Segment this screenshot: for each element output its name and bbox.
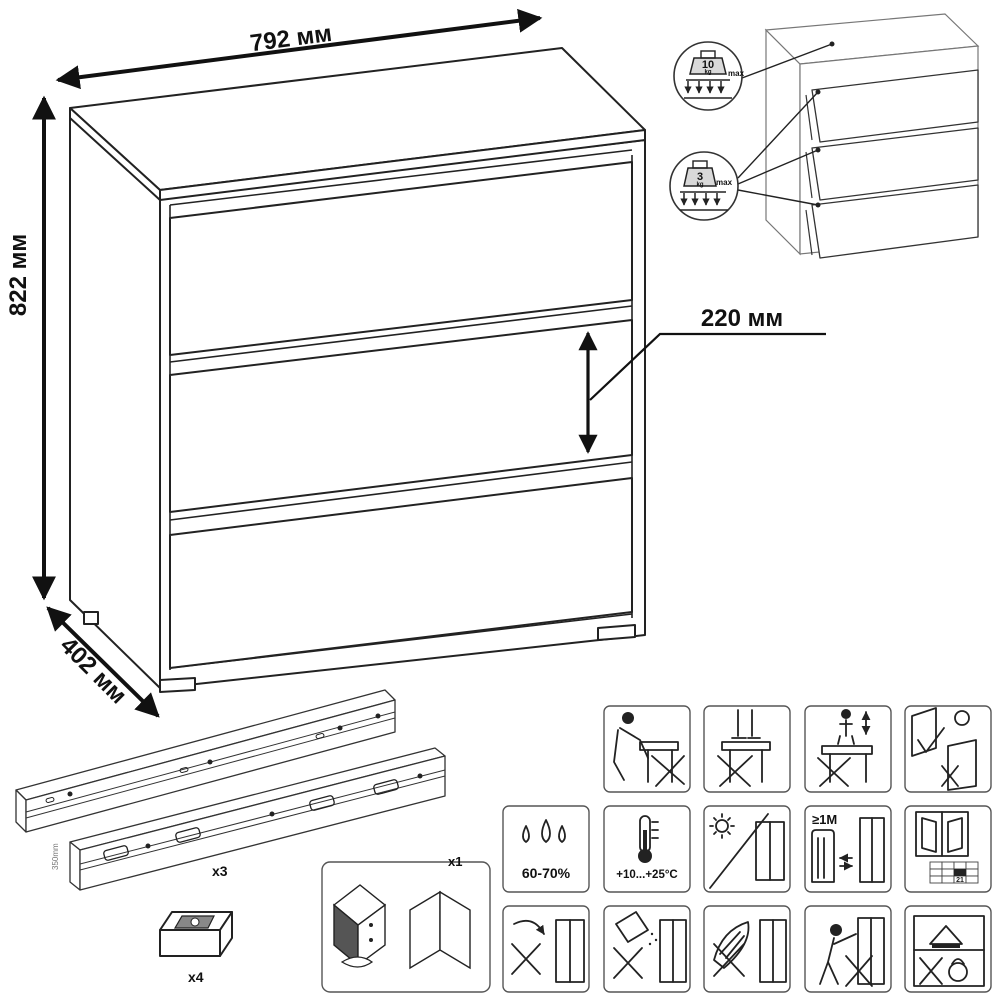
dresser-top-edge-front [159,129,646,201]
sponge-icon [713,921,750,969]
icon-no-leaning-on-top [603,705,691,793]
kettlebell-icon [948,962,968,982]
top-load-badge: 10 kg max [673,41,745,111]
foot-front-left [159,677,196,693]
top-load-max: max [728,69,745,78]
icon-anchor-to-wall [904,705,992,793]
icon-no-direct-sunlight [703,805,791,893]
feet-quantity: x4 [188,969,204,985]
icon-no-heavy-objects [904,905,992,993]
weight-icon [683,167,717,187]
icon-unpack-check-parts: 21 [904,805,992,893]
drawer-load-max: max [716,178,733,187]
foot-pad: x4 [159,911,233,985]
drawer-load-value: 3 [697,171,703,183]
icon-humidity: 60-70% [502,805,590,893]
icon-keep-distance-from-heater: ≥1M [804,805,892,893]
icon-no-wet-cleaning [502,905,590,993]
icon-no-abrasive-powder [603,905,691,993]
weight-icon [689,57,727,75]
dresser-drawing [69,47,646,693]
drawer-bottom [169,477,633,669]
box-number: 21 [956,877,964,884]
care-icons-grid: 60-70% +10...+25°C ≥1M [502,705,992,993]
icon-no-climbing [804,705,892,793]
top-load-unit: kg [704,70,711,76]
bracket-quantity: x1 [448,854,462,869]
foot-back-left [83,611,99,625]
drawer-load-badge: 3 kg max [669,151,739,221]
heater-distance: ≥1M [812,812,837,827]
rails-quantity: x3 [212,863,228,879]
radiator-icon [811,829,835,883]
humidity-range: 60-70% [522,865,571,881]
load-limit-diagram: 10 kg max 3 kg max [669,13,980,259]
icon-no-pulling-over [804,905,892,993]
drawer-middle [169,319,633,513]
drawer-height-label: 220 мм [701,305,783,332]
drawer-rails: 350mm x3 [15,689,446,891]
water-drop-icon [522,825,530,843]
water-drop-icon [558,825,566,843]
drawer-load-unit: kg [696,182,703,188]
dresser-side-panel [69,111,161,689]
drawer-top [169,161,633,356]
icon-no-rough-sponge [703,905,791,993]
height-dimension-label: 822 мм [5,234,32,316]
water-drop-icon [541,819,551,843]
foot-front-right [597,624,636,641]
width-dimension-label: 792 мм [249,20,334,58]
depth-dimension-arrow [46,606,160,718]
drawer-height-leader [589,332,826,401]
width-dimension-arrow [55,8,543,90]
icon-no-standing-on-top [703,705,791,793]
sun-icon [715,819,729,833]
top-load-value: 10 [702,59,714,71]
rail-length-label: 350mm [51,843,60,870]
temperature-range: +10...+25°C [616,869,678,881]
icon-temperature: +10...+25°C [603,805,691,893]
bracket-box: x1 [321,854,491,993]
